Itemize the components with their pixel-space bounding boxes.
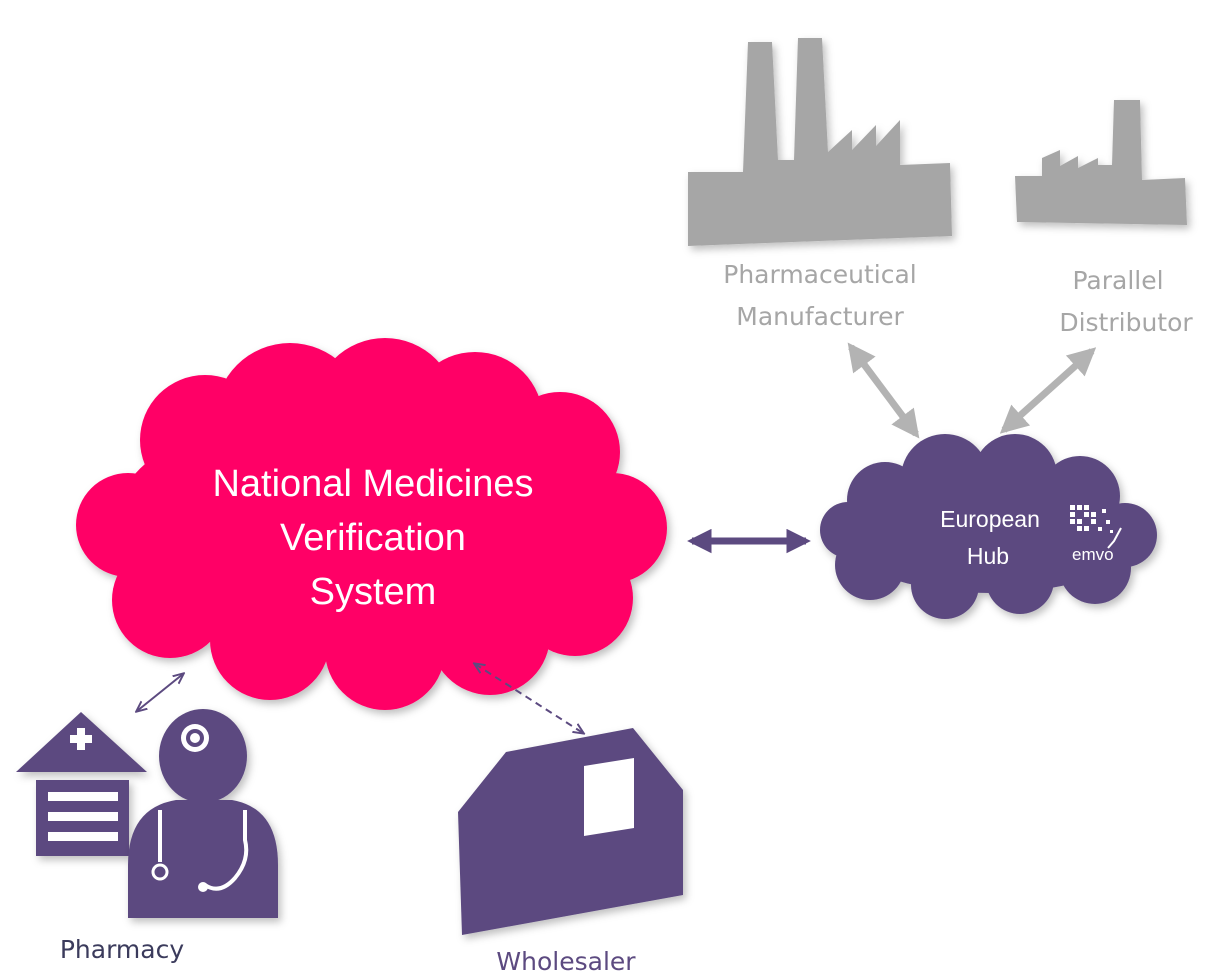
- distributor-label-line1: Parallel: [1072, 266, 1163, 295]
- wholesaler-label: Wholesaler: [496, 947, 636, 976]
- pharmacy-building-icon: [16, 712, 147, 856]
- emvo-logo-icon: [1070, 505, 1122, 549]
- hub-label-line2: Hub: [967, 543, 1009, 569]
- pharmacist-icon: [128, 709, 278, 918]
- distributor-label-line2: Distributor: [1059, 308, 1193, 337]
- nmvs-wholesaler-connector: [475, 664, 583, 733]
- manufacturer-hub-connector: [847, 342, 920, 439]
- manufacturer-factory-icon: [688, 38, 952, 246]
- nmvs-label-line3: System: [310, 571, 437, 613]
- distributor-hub-connector: [999, 347, 1097, 434]
- manufacturer-label-line1: Pharmaceutical: [723, 260, 916, 289]
- emvo-logo-text: emvo: [1072, 545, 1114, 564]
- manufacturer-label-line2: Manufacturer: [736, 302, 904, 331]
- wholesaler-warehouse-icon: [458, 728, 683, 935]
- nmvs-pharmacy-connector: [137, 674, 183, 711]
- distributor-factory-icon: [1015, 100, 1187, 225]
- nmvs-label-line1: National Medicines: [212, 463, 533, 505]
- nmvs-label-line2: Verification: [280, 517, 466, 559]
- hub-label-line1: European: [940, 506, 1040, 532]
- pharmacy-label: Pharmacy: [60, 935, 184, 964]
- nmvs-cloud: [76, 338, 667, 710]
- hub-cloud: [820, 434, 1157, 619]
